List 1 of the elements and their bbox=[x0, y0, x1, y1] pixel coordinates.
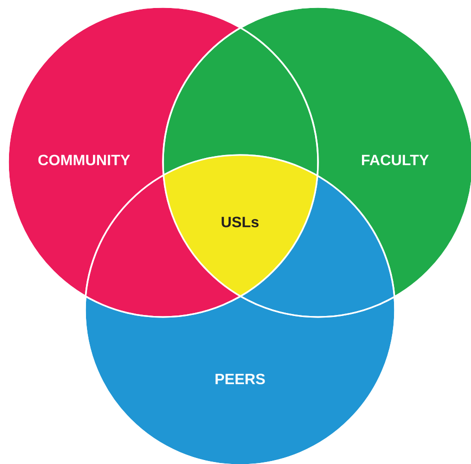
venn-center: USLs bbox=[222, 216, 259, 228]
